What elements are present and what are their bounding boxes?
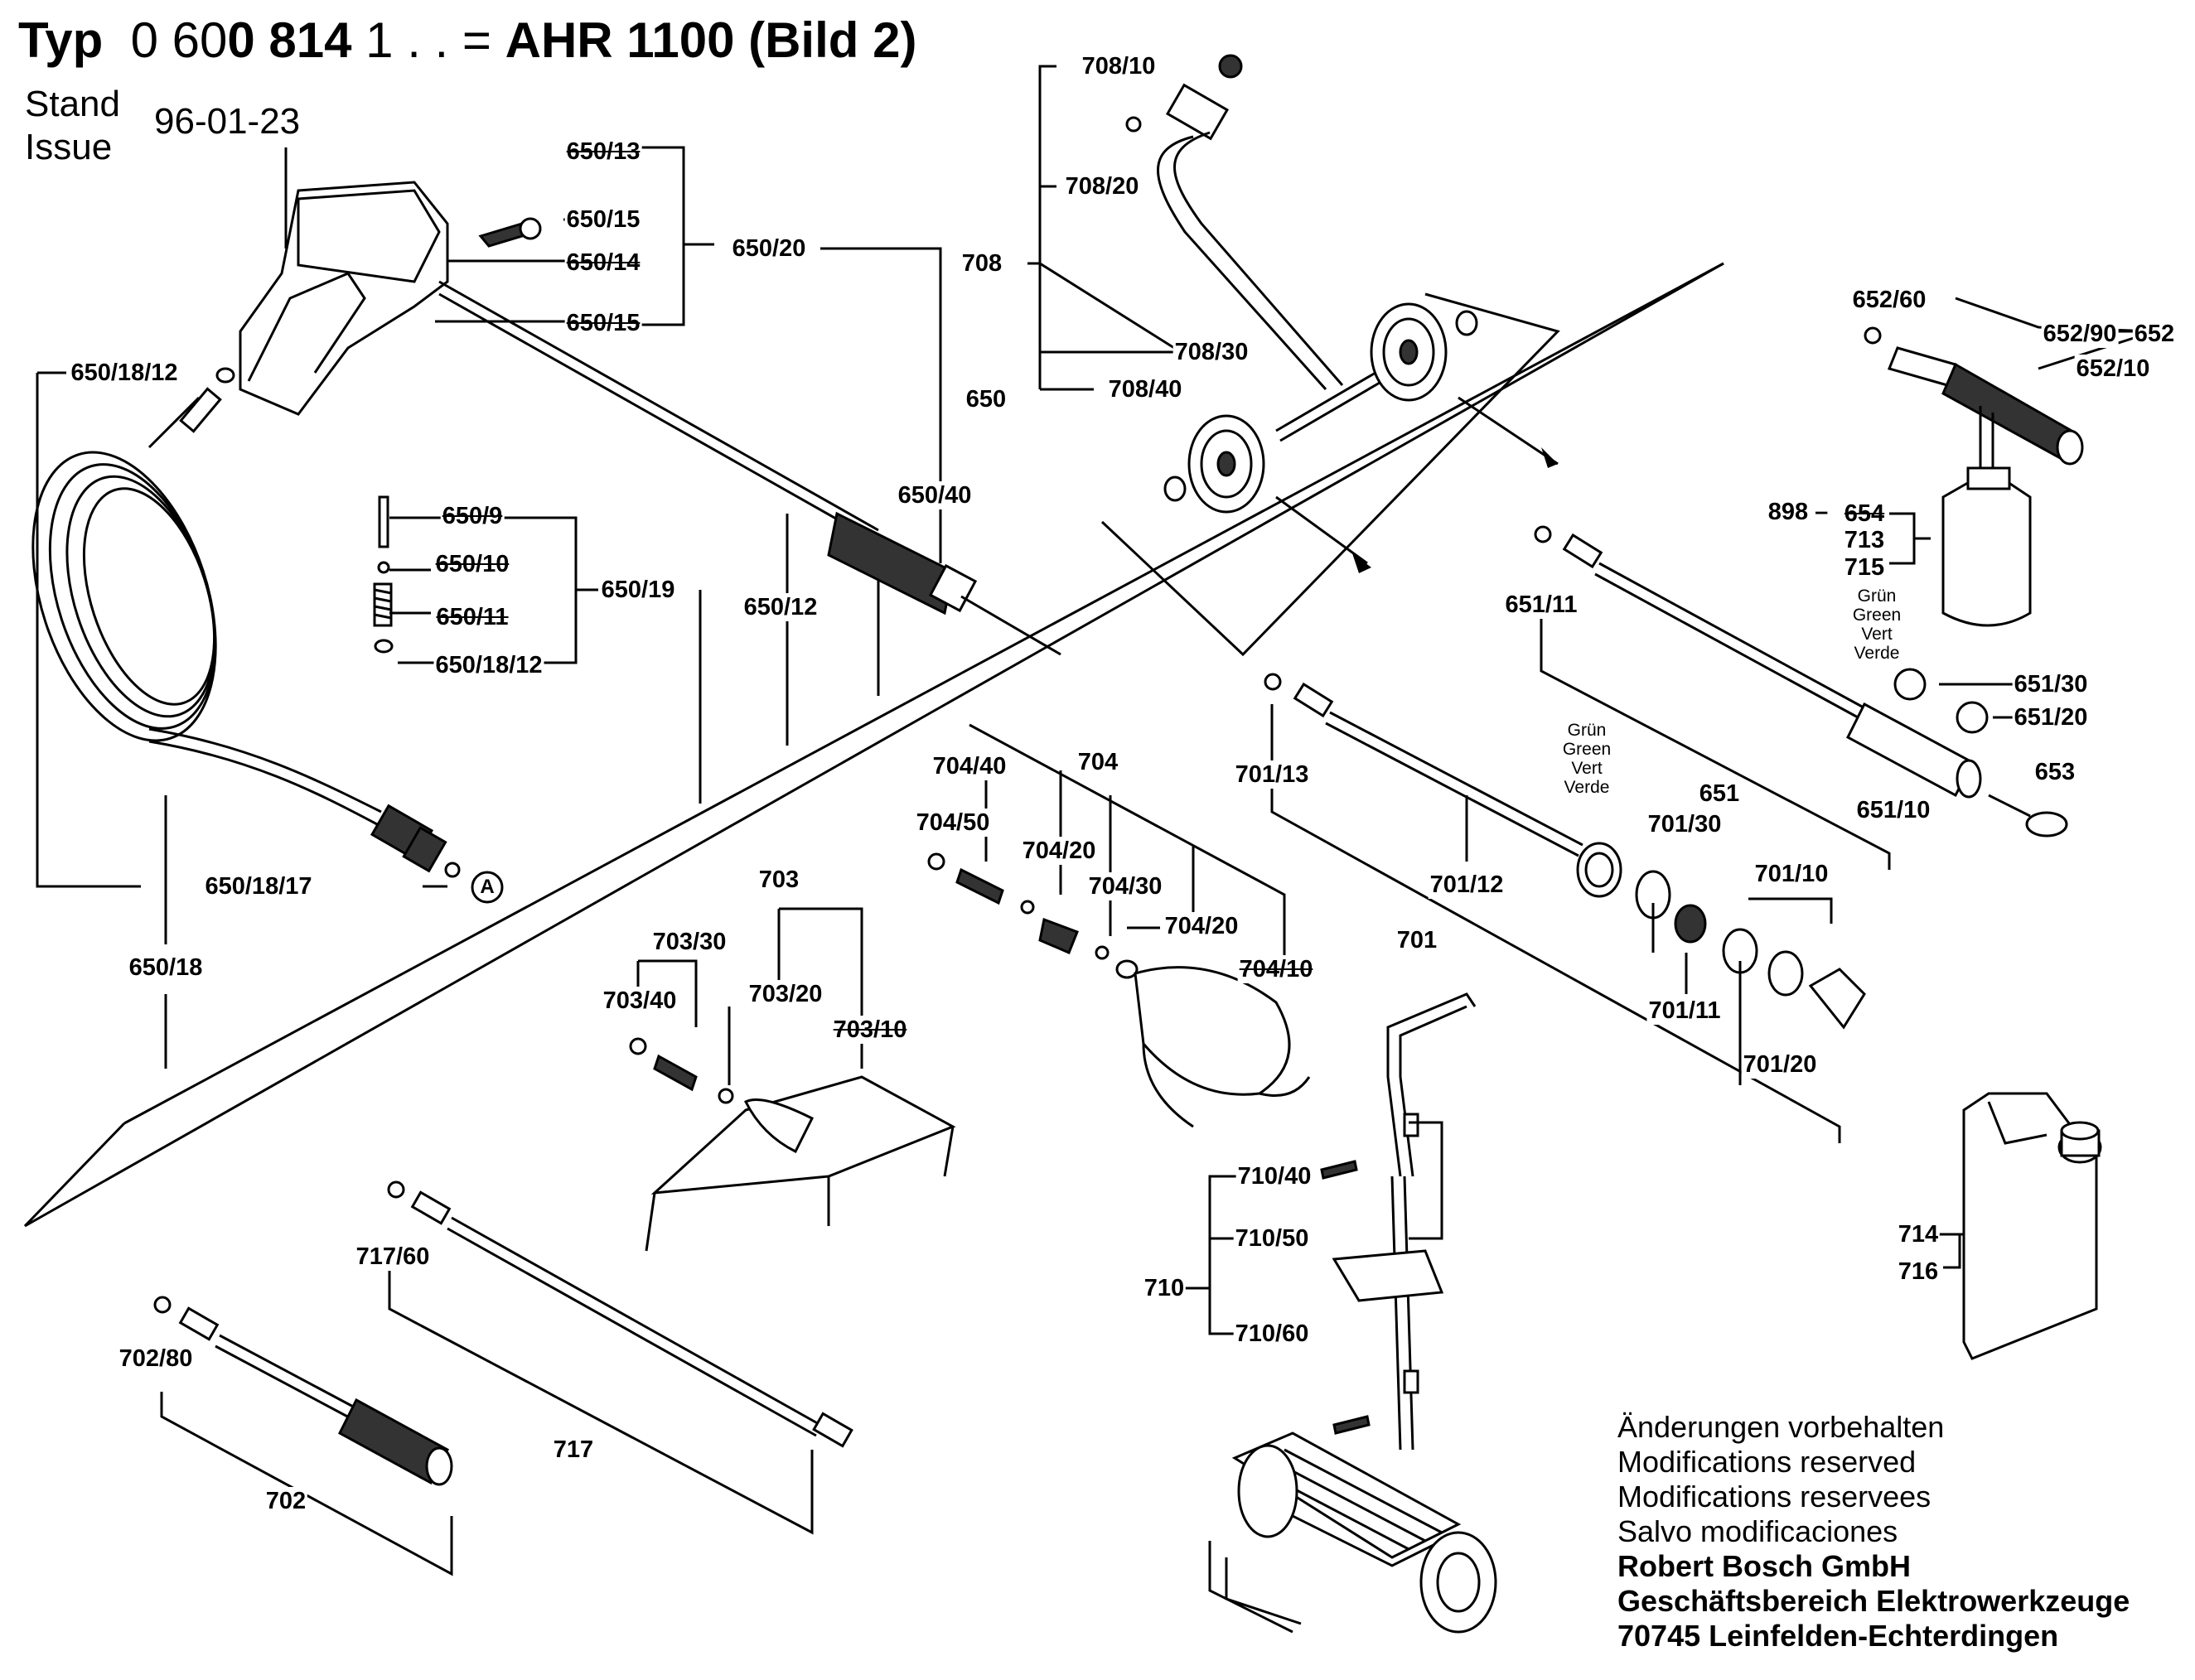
footer-line-2: Modifications reserved [1617, 1445, 1917, 1479]
reference-a: A [480, 876, 495, 898]
part-650-20: 650/20 [730, 234, 808, 263]
part-650: 650 [964, 385, 1008, 413]
part-701-11: 701/11 [1646, 997, 1723, 1025]
part-702-80: 702/80 [117, 1344, 195, 1373]
part-704-30: 704/30 [1086, 872, 1164, 900]
part-716: 716 [1896, 1258, 1941, 1286]
part-650-12: 650/12 [742, 593, 819, 621]
part-898: 898 – [1766, 498, 1830, 526]
part-704-10: 704/10 [1237, 955, 1315, 983]
part-704: 704 [1076, 748, 1120, 776]
part-651-20: 651/20 [2012, 703, 2090, 731]
diagram-title: Typ 0 600 814 1 . . = AHR 1100 (Bild 2) [18, 12, 917, 68]
part-652-90: 652/90 [2041, 320, 2119, 348]
part-703-20: 703/20 [747, 980, 824, 1008]
part-650-10: 650/10 [433, 550, 511, 578]
part-704-50: 704/50 [914, 809, 992, 837]
part-652-10: 652/10 [2074, 355, 2152, 383]
footer-line-4: Salvo modificaciones [1617, 1514, 1898, 1548]
part-652-60: 652/60 [1850, 286, 1928, 314]
part-708: 708 [960, 249, 1004, 278]
part-650-40: 650/40 [896, 481, 974, 509]
part-653: 653 [2033, 758, 2077, 786]
part-704-40: 704/40 [931, 752, 1008, 780]
footer-line-3: Modifications reservees [1617, 1480, 1932, 1513]
part-701: 701 [1395, 926, 1439, 954]
footer-line-1: Änderungen vorbehalten [1617, 1410, 1945, 1444]
part-650-15: 650/15 [564, 205, 642, 234]
part-650-9: 650/9 [440, 502, 505, 530]
part-708-40: 708/40 [1106, 375, 1184, 403]
lance-717 [387, 1180, 853, 1448]
part-717-60: 717/60 [354, 1243, 432, 1271]
part-650-19: 650/19 [599, 576, 677, 604]
part-650-11: 650/11 [434, 603, 510, 631]
part-651-30: 651/30 [2012, 670, 2090, 698]
part-708-30: 708/30 [1172, 338, 1250, 366]
part-701-13: 701/13 [1233, 760, 1311, 789]
part-652: 652 [2132, 320, 2177, 348]
part-650-18: 650/18 [127, 953, 205, 982]
footer-division: Geschäftsbereich Elektrowerkzeuge [1617, 1584, 2130, 1618]
brush-703 [629, 1037, 956, 1252]
part-717: 717 [551, 1436, 596, 1464]
hose-650-18 [31, 367, 504, 904]
part-703-40: 703/40 [601, 987, 679, 1015]
part-704-20-alt: 704/20 [1163, 912, 1240, 940]
wheel-axle-708 [1100, 54, 1560, 657]
part-704-20: 704/20 [1020, 837, 1098, 865]
footer-address: 70745 Leinfelden-Echterdingen [1617, 1619, 2059, 1653]
part-650-18-12-hose: 650/18/12 [69, 359, 180, 387]
issue-date: 96-01-23 [154, 101, 301, 142]
canister-714 [1962, 1092, 2102, 1360]
part-708-20: 708/20 [1063, 172, 1141, 200]
part-710-40: 710/40 [1235, 1162, 1313, 1190]
spray-gun-650 [239, 181, 1061, 656]
trolley-710 [1208, 992, 1497, 1634]
part-715: 715 [1842, 553, 1887, 582]
lance-651 [1534, 525, 2068, 838]
part-708-10: 708/10 [1080, 52, 1158, 80]
part-710-60: 710/60 [1233, 1320, 1311, 1348]
part-713: 713 [1842, 526, 1887, 554]
part-654: 654 [1842, 500, 1887, 528]
part-701-30: 701/30 [1646, 810, 1724, 838]
part-701-12: 701/12 [1428, 871, 1506, 899]
part-651-11: 651/11 [1503, 591, 1579, 619]
footer-notes: Änderungen vorbehalten Modifications res… [1617, 1410, 2130, 1653]
footer-company: Robert Bosch GmbH [1617, 1549, 1912, 1583]
lance-701 [1264, 673, 1866, 1030]
lance-702 [153, 1296, 453, 1486]
part-714: 714 [1896, 1220, 1941, 1248]
part-650-18-12: 650/18/12 [433, 651, 544, 679]
part-650-14: 650/14 [564, 249, 642, 277]
part-703-30: 703/30 [650, 928, 728, 956]
part-650-18-17: 650/18/17 [203, 872, 314, 900]
brush-704 [927, 852, 1311, 1128]
part-701-10: 701/10 [1753, 860, 1830, 888]
part-703: 703 [757, 866, 801, 894]
foam-lance-652 [1864, 326, 2084, 627]
part-650-13: 650/13 [564, 138, 642, 166]
part-702: 702 [263, 1487, 308, 1515]
part-651-10: 651/10 [1854, 796, 1932, 824]
part-701-20: 701/20 [1741, 1050, 1819, 1079]
part-710-50: 710/50 [1233, 1224, 1311, 1253]
part-651: 651 [1697, 780, 1742, 808]
part-710: 710 [1142, 1274, 1187, 1302]
part-703-10: 703/10 [831, 1016, 909, 1044]
part-650-15-alt: 650/15 [564, 309, 642, 337]
